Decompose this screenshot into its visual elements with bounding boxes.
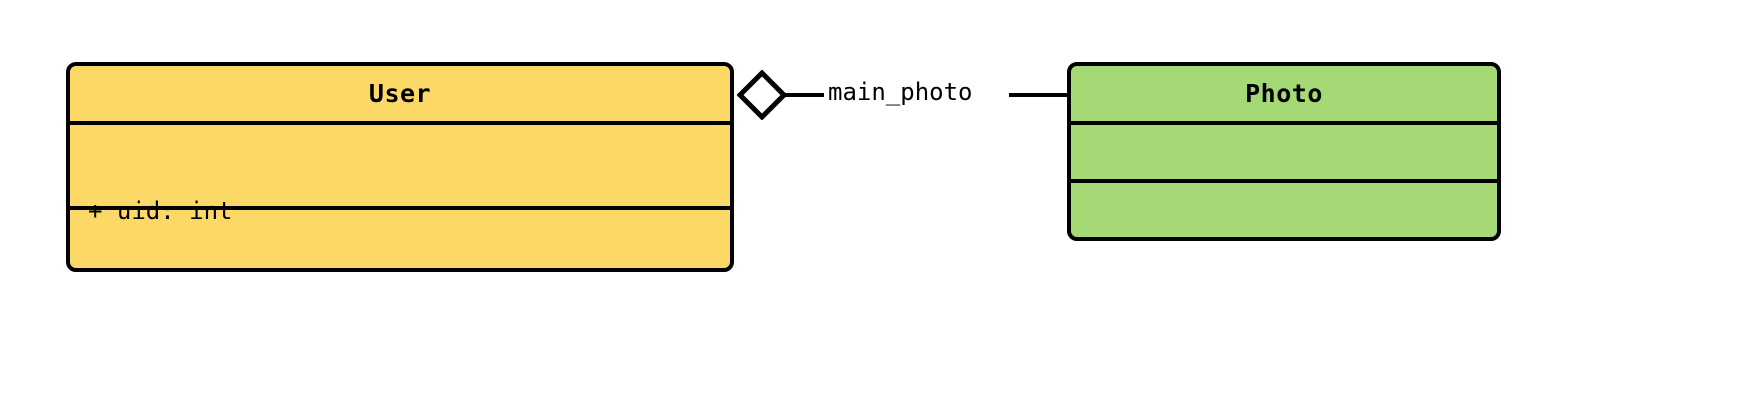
class-methods-photo (1071, 179, 1497, 237)
uml-class-photo[interactable]: Photo (1067, 62, 1501, 241)
attribute-uid: + uid: int (88, 197, 233, 226)
uml-class-user[interactable]: User + uid: int + main_photo: Photo + __… (66, 62, 734, 272)
class-attributes-photo (1071, 121, 1497, 179)
class-title-photo: Photo (1245, 79, 1323, 108)
aggregation-diamond-icon (736, 69, 788, 121)
class-attributes-user: + uid: int + main_photo: Photo (70, 121, 730, 225)
class-methods-user: + __init__(uid, main_photo): None (70, 206, 730, 268)
association-line-right (1009, 93, 1069, 97)
association-line-left (784, 93, 824, 97)
association-label-main-photo: main_photo (826, 78, 975, 106)
class-title-user: User (368, 79, 432, 108)
